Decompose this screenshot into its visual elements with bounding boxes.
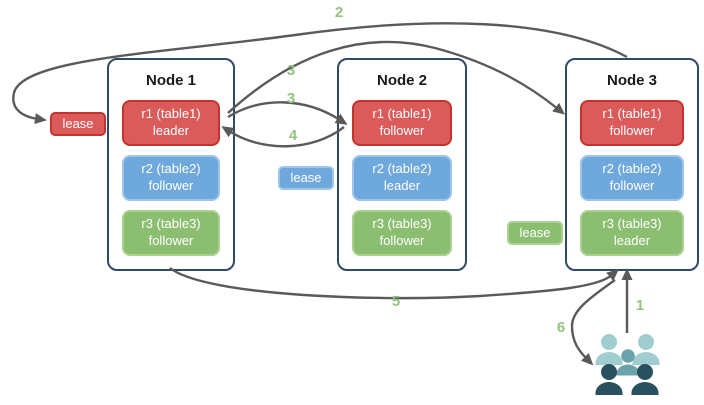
node-title: Node 1: [145, 72, 196, 89]
replica-r1-node2: r1 (table1) follower: [352, 100, 452, 146]
lease-badge-red: lease: [50, 112, 106, 136]
users-group-icon: [595, 334, 660, 395]
replica-r2-node2: r2 (table2) leader: [352, 155, 452, 201]
replica-name: r3 (table3): [141, 216, 201, 232]
replica-role: follower: [379, 233, 425, 248]
replica-role: follower: [148, 233, 194, 248]
replica-r2-node3: r2 (table2) follower: [580, 155, 684, 201]
replica-name: r2 (table2): [141, 161, 201, 177]
step-label-5: 5: [391, 293, 401, 310]
replica-r1-node1: r1 (table1) leader: [122, 100, 220, 146]
step-label-1: 1: [635, 297, 645, 314]
replica-r1-node3: r1 (table1) follower: [580, 100, 684, 146]
replica-name: r3 (table3): [372, 216, 432, 232]
replica-r3-node1: r3 (table3) follower: [122, 210, 220, 256]
replica-r2-node1: r2 (table2) follower: [122, 155, 220, 201]
replica-name: r2 (table2): [372, 161, 432, 177]
node-box-2: Node 2 r1 (table1) follower r2 (table2) …: [337, 58, 467, 271]
replica-name: r1 (table1): [141, 106, 201, 122]
replica-name: r3 (table3): [602, 216, 662, 232]
step-label-3-lower: 3: [286, 90, 296, 107]
replica-role: follower: [609, 178, 655, 193]
node-title: Node 2: [376, 72, 427, 89]
step-label-6: 6: [556, 319, 566, 336]
replica-role: follower: [148, 178, 194, 193]
node-box-3: Node 3 r1 (table1) follower r2 (table2) …: [565, 58, 699, 271]
replica-role: leader: [613, 233, 651, 248]
node-box-1: Node 1 r1 (table1) leader r2 (table2) fo…: [107, 58, 235, 271]
replica-name: r2 (table2): [602, 161, 662, 177]
replica-role: follower: [379, 123, 425, 138]
step-label-2: 2: [334, 4, 344, 21]
arrow-6-node3-to-users: [570, 279, 616, 366]
replica-r3-node3: r3 (table3) leader: [580, 210, 684, 256]
replica-name: r1 (table1): [602, 106, 662, 122]
replica-r3-node2: r3 (table3) follower: [352, 210, 452, 256]
replica-name: r1 (table1): [372, 106, 432, 122]
replica-role: follower: [609, 123, 655, 138]
lease-badge-green: lease: [507, 221, 563, 245]
arrow-2-node3-to-lease1: [12, 22, 628, 125]
node-title: Node 3: [606, 72, 657, 89]
step-label-4: 4: [288, 127, 298, 144]
replica-role: leader: [152, 123, 190, 138]
lease-badge-blue: lease: [278, 166, 334, 190]
step-label-3-upper: 3: [286, 62, 296, 79]
replica-role: leader: [383, 178, 421, 193]
